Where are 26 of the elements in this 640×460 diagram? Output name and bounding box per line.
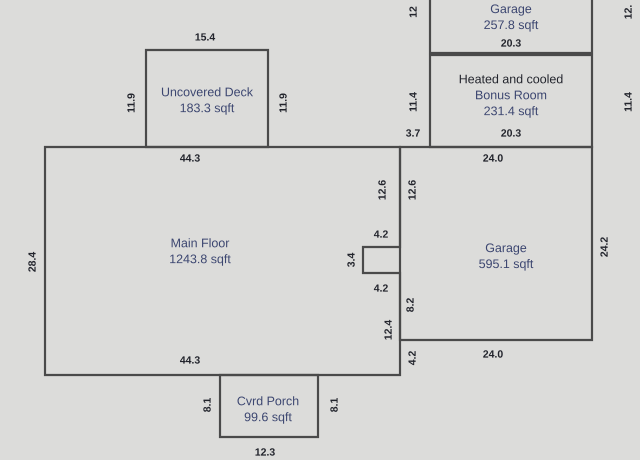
dimension-label: 12. (624, 5, 632, 19)
dimension-label: 3.7 (406, 129, 420, 137)
dimension-label: 4.2 (374, 284, 388, 292)
dimension-label: 12.6 (378, 180, 386, 200)
dimension-label: 11.9 (127, 94, 135, 112)
dimension-label: 44.3 (180, 356, 200, 364)
dimension-label: 20.3 (501, 129, 521, 137)
dimension-label: 12.4 (384, 320, 392, 340)
dimension-label: 24.0 (483, 154, 503, 162)
dimension-label: 3.4 (347, 252, 355, 268)
dimension-label: 4.2 (374, 230, 388, 238)
dimension-label: 8.1 (330, 398, 338, 412)
dimension-label: 20.3 (501, 39, 521, 47)
room-outline: Cvrd Porch 99.6 sqft (218, 374, 320, 438)
room-outline: Uncovered Deck 183.3 sqft (144, 48, 270, 148)
dimension-label: 24.0 (483, 350, 503, 358)
dimension-label: 12 (409, 6, 417, 18)
dimension-label: 4.2 (408, 351, 416, 366)
dimension-label: 11.9 (279, 94, 287, 112)
dimension-label: 11.4 (624, 92, 632, 112)
dimension-label: 12.6 (408, 180, 416, 200)
dimension-label: 8.1 (203, 398, 211, 412)
dimension-label: 44.3 (180, 154, 200, 162)
dimension-label: 12.3 (255, 448, 275, 456)
dimension-label: 11.4 (409, 92, 417, 112)
dimension-label: 8.2 (406, 298, 414, 312)
